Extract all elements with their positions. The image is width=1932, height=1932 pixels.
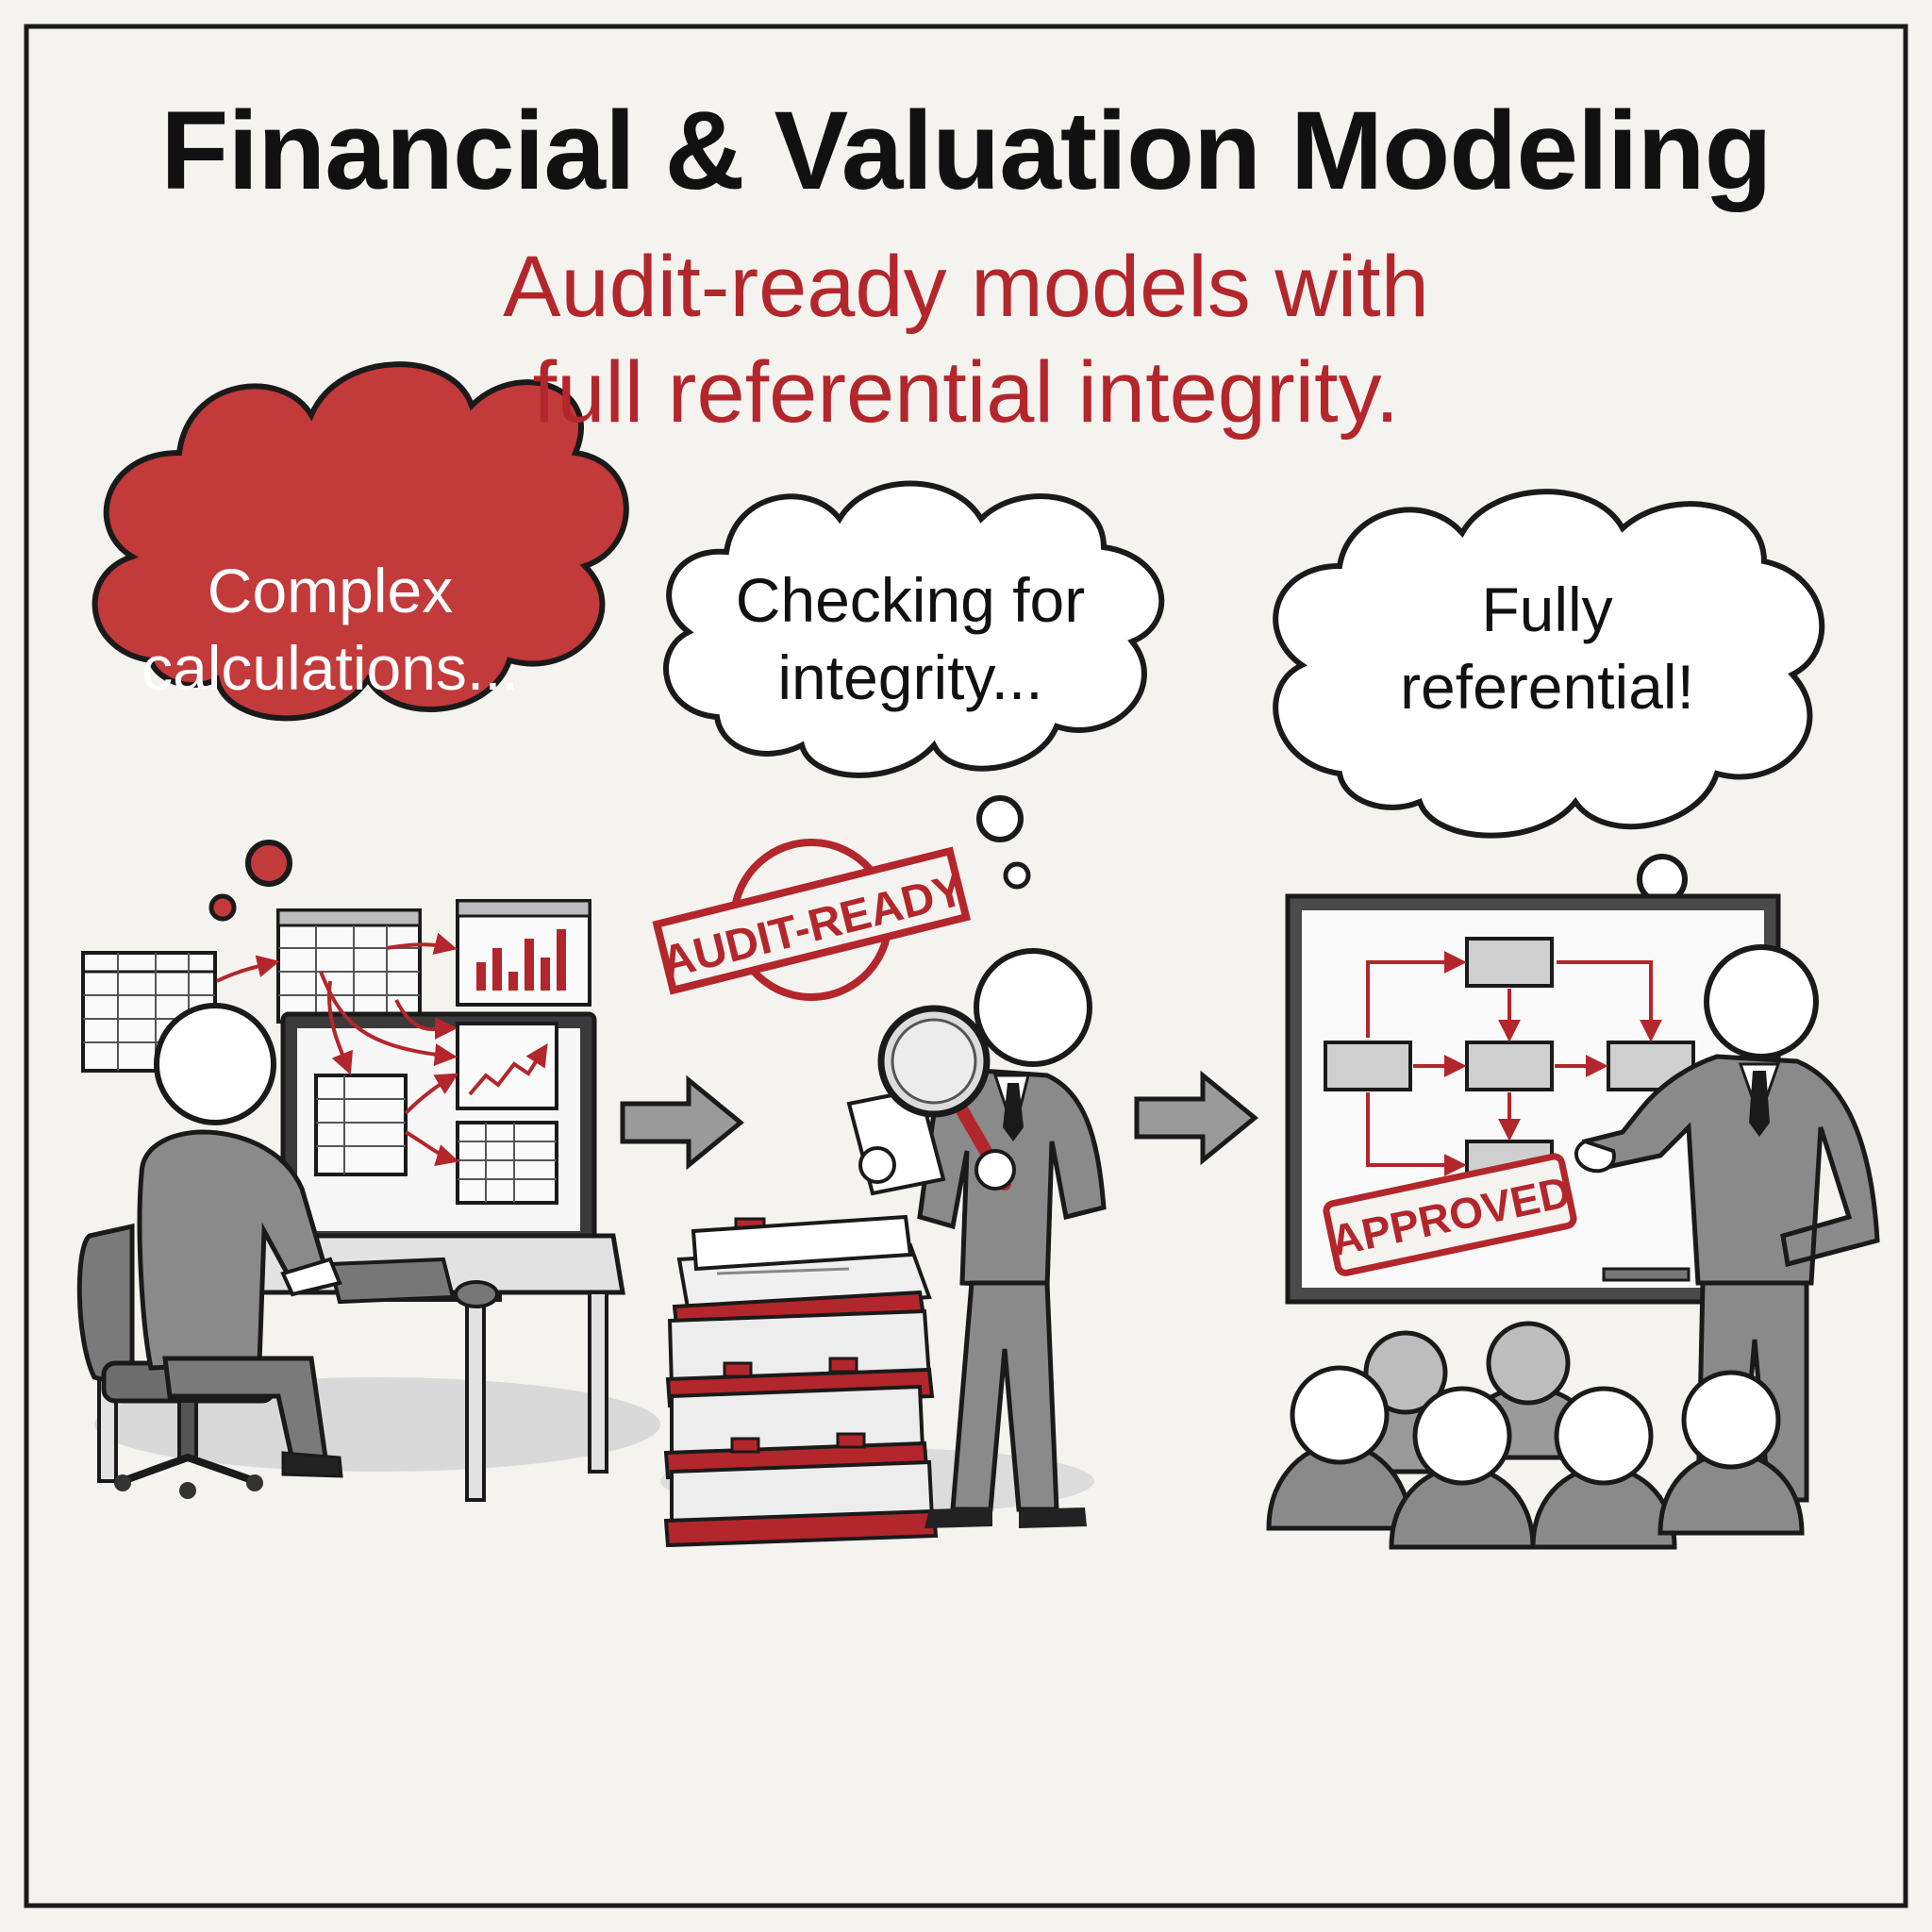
bubble-text-complex: Complex calculations... bbox=[104, 552, 557, 707]
thought-bubble-checking bbox=[663, 480, 1165, 890]
audience bbox=[1266, 1321, 1805, 1550]
spreadsheet-window-bottom bbox=[456, 1121, 558, 1205]
bubble-line: integrity... bbox=[777, 642, 1043, 712]
auditor-figure bbox=[846, 948, 1107, 1528]
book-stack-icon bbox=[663, 1214, 939, 1548]
arrow-right-icon bbox=[620, 1074, 744, 1171]
subtitle-line-2: full referential integrity. bbox=[532, 344, 1400, 441]
page-subtitle: Audit-ready models with full referential… bbox=[321, 234, 1611, 445]
bar-chart-icon bbox=[456, 899, 591, 1007]
bubble-line: Checking for bbox=[735, 565, 1086, 635]
audit-ready-stamp bbox=[652, 839, 972, 1001]
bubble-line: referential! bbox=[1400, 652, 1694, 722]
spreadsheet-window-small bbox=[314, 1074, 408, 1176]
bubble-text-checking: Checking for integrity... bbox=[689, 561, 1132, 716]
approved-stamp bbox=[1323, 1153, 1577, 1276]
bubble-line: Complex bbox=[207, 556, 454, 625]
thought-bubble-red bbox=[92, 361, 629, 922]
magnifying-glass-icon bbox=[877, 1005, 1016, 1191]
arrow-right-icon bbox=[1134, 1070, 1258, 1166]
page-title: Financial & Valuation Modeling bbox=[160, 89, 1772, 213]
subtitle-line-1: Audit-ready models with bbox=[503, 239, 1429, 335]
bubble-text-referential: Fully referential! bbox=[1321, 571, 1774, 725]
line-chart-icon bbox=[456, 1022, 558, 1110]
panel-presenter bbox=[1266, 893, 1880, 1550]
bubble-line: calculations... bbox=[142, 633, 519, 703]
border-frame bbox=[24, 24, 1908, 1908]
bubble-line: Fully bbox=[1481, 575, 1613, 644]
modeler-figure bbox=[137, 1003, 343, 1478]
panel-modeler bbox=[76, 899, 660, 1502]
formula-link-arrows bbox=[216, 932, 459, 1167]
panel-auditor bbox=[652, 839, 1107, 1548]
